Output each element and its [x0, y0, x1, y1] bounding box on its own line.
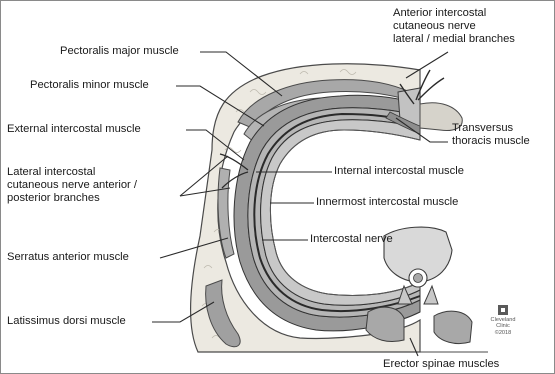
label-transversus-thoracis: Transversus thoracis muscle — [452, 122, 530, 148]
label-external-intercostal: External intercostal muscle — [7, 123, 141, 136]
label-internal-intercostal: Internal intercostal muscle — [334, 165, 464, 178]
label-intercostal-nerve: Intercostal nerve — [310, 233, 393, 246]
label-latissimus-dorsi: Latissimus dorsi muscle — [7, 315, 126, 328]
label-pectoralis-major: Pectoralis major muscle — [60, 45, 179, 58]
label-pectoralis-minor: Pectoralis minor muscle — [30, 79, 149, 92]
cleveland-clinic-logo-icon — [498, 305, 508, 315]
label-lateral-cutaneous: Lateral intercostal cutaneous nerve ante… — [7, 166, 137, 206]
label-erector-spinae: Erector spinae muscles — [383, 358, 499, 371]
internal-intercostal-shape — [248, 108, 420, 317]
label-anterior-cutaneous: Anterior intercostal cutaneous nerve lat… — [393, 7, 515, 47]
cleveland-clinic-logo: Cleveland Clinic ©2018 — [483, 305, 523, 336]
label-serratus-anterior: Serratus anterior muscle — [7, 251, 129, 264]
erector-spinae-shape-right — [434, 311, 472, 343]
label-innermost-intercostal: Innermost intercostal muscle — [316, 196, 458, 209]
innermost-intercostal-shape — [261, 120, 420, 305]
logo-line-3: ©2018 — [483, 330, 523, 336]
